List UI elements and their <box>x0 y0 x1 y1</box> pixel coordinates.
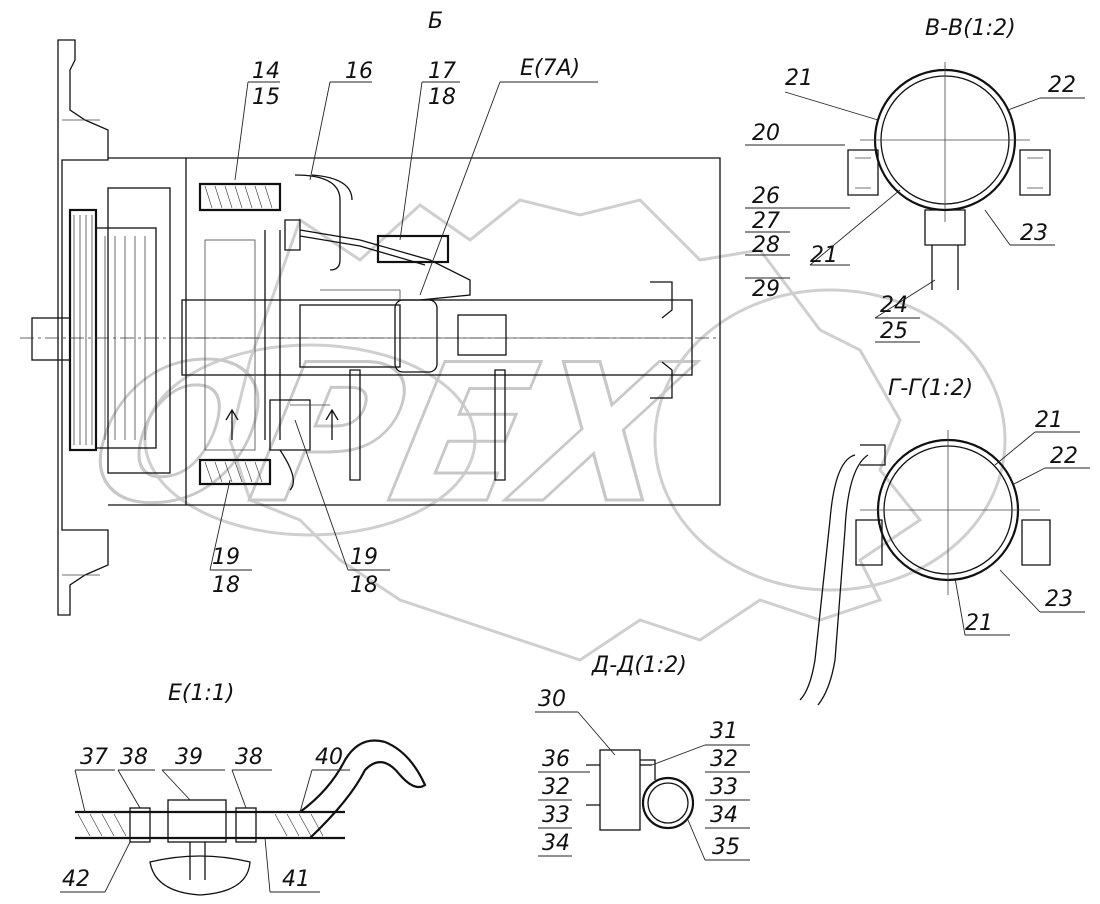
callout-34-left: 34 <box>542 831 570 856</box>
callout-33-right: 33 <box>710 775 738 800</box>
watermark-text: OPEX <box>74 325 706 546</box>
callout-18-left: 18 <box>212 573 240 598</box>
callout-24: 24 <box>880 293 908 318</box>
callout-27: 27 <box>752 209 780 234</box>
section-vv <box>847 62 1051 290</box>
callout-15: 15 <box>252 85 280 110</box>
callout-29: 29 <box>752 277 780 302</box>
callout-26: 26 <box>752 184 780 209</box>
callout-33-left: 33 <box>542 803 570 828</box>
callout-16: 16 <box>345 59 373 84</box>
callout-36: 36 <box>542 747 570 772</box>
callout-18-mid: 18 <box>350 573 378 598</box>
callout-34-right: 34 <box>710 803 738 828</box>
callout-40: 40 <box>315 745 343 770</box>
callout-32-left: 32 <box>542 775 570 800</box>
callout-23-vv: 23 <box>1020 221 1048 246</box>
title-ref-e: Е(7А) <box>520 56 580 81</box>
callout-39: 39 <box>175 745 203 770</box>
callout-41: 41 <box>282 867 310 892</box>
callout-17: 17 <box>428 59 456 84</box>
callout-21-gg-bottom: 21 <box>965 611 993 636</box>
callout-22-vv: 22 <box>1048 73 1076 98</box>
main-view <box>20 39 721 616</box>
title-section-vv: В-В(1:2) <box>925 16 1016 41</box>
callout-35: 35 <box>712 835 740 860</box>
callouts: 14 15 16 17 18 19 18 19 18 21 22 20 26 2… <box>62 59 1078 892</box>
callout-18-top: 18 <box>428 85 456 110</box>
callout-14: 14 <box>252 59 280 84</box>
callout-37: 37 <box>80 745 108 770</box>
callout-31: 31 <box>710 719 738 744</box>
callout-21-gg-top: 21 <box>1035 408 1063 433</box>
leader-lines <box>60 81 1090 893</box>
title-main-view: Б <box>428 9 443 34</box>
title-section-dd: Д-Д(1:2) <box>591 653 687 678</box>
section-dd <box>586 749 695 831</box>
view-titles: Б В-В(1:2) Г-Г(1:2) Д-Д(1:2) Е(1:1) Е(7А… <box>168 9 1016 706</box>
callout-19-mid: 19 <box>350 545 378 570</box>
watermark: OPEX <box>73 198 1007 662</box>
callout-38-right: 38 <box>235 745 263 770</box>
callout-28: 28 <box>752 233 780 258</box>
callout-42: 42 <box>62 867 90 892</box>
callout-21-vv-bottom: 21 <box>810 243 838 268</box>
callout-19-left: 19 <box>212 545 240 570</box>
title-detail-e: Е(1:1) <box>168 681 234 706</box>
callout-25: 25 <box>880 319 908 344</box>
callout-20: 20 <box>752 121 780 146</box>
title-section-gg: Г-Г(1:2) <box>888 376 973 401</box>
callout-21-vv-top: 21 <box>785 66 813 91</box>
callout-38-left: 38 <box>120 745 148 770</box>
callout-30: 30 <box>538 687 566 712</box>
section-gg <box>799 430 1051 706</box>
callout-23-gg: 23 <box>1045 587 1073 612</box>
callout-32-right: 32 <box>710 747 738 772</box>
callout-22-gg: 22 <box>1050 444 1078 469</box>
